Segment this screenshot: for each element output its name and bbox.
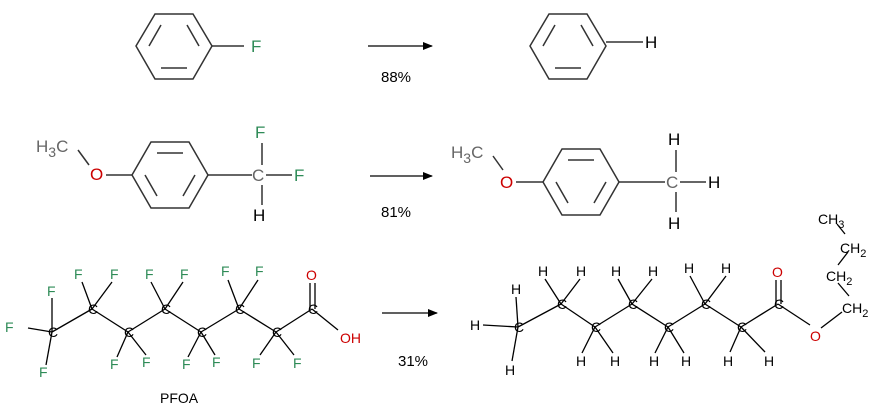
hydrogen-atom: H [681, 353, 691, 369]
butyl-chain: CH3 CH2 CH2 CH2 [818, 211, 868, 320]
hydrogen-atom-right: H [708, 173, 720, 192]
hydrogen-atom: H [576, 263, 586, 279]
fluorine-atom: F [145, 266, 154, 282]
methyl-anisole-product: H3C O C H H H [451, 130, 720, 233]
butyl-octanoate-product: C C C C C C C C H H H H H H H H H H H [470, 211, 868, 378]
fluorine-atom-right: F [294, 166, 304, 185]
carbon-atom: C [272, 324, 282, 340]
oxygen-atom: O [90, 165, 103, 184]
hydrogen-atom: H [505, 362, 515, 378]
fluorine-atom: F [47, 283, 56, 299]
benzene-product: H [529, 13, 657, 80]
carbon-atom: C [124, 324, 134, 340]
hydrogen-atom: H [645, 33, 657, 52]
hydrogen-atom: H [684, 260, 694, 276]
carbonyl-oxygen: O [772, 264, 783, 280]
carbon-atom: C [48, 324, 58, 340]
fluorine-atom: F [293, 355, 302, 371]
hydrogen-atom: H [511, 281, 521, 297]
hydrogen-atom: H [610, 353, 620, 369]
fluorine-atom: F [142, 354, 151, 370]
fluorine-atom: F [5, 319, 14, 335]
fluorine-atom: F [182, 356, 191, 372]
carbon-atom: C [88, 301, 98, 317]
difluoromethyl-anisole: H3C O C F F H [36, 123, 304, 225]
carbon-atom: C [197, 324, 207, 340]
reaction-1: F 88% H [135, 13, 657, 86]
reaction-2-yield: 81% [381, 204, 411, 221]
butyl-ch2: CH2 [842, 300, 868, 320]
fluorine-atom: F [212, 354, 221, 370]
methyl-label: H3C [36, 137, 68, 160]
hydrogen-atom: H [253, 206, 265, 225]
carbon-atom: C [664, 319, 674, 335]
fluorine-atom: F [110, 266, 119, 282]
fluorine-atom: F [252, 355, 261, 371]
fluorine-atom-top: F [255, 123, 265, 142]
carbon-atom: C [591, 319, 601, 335]
butyl-ch2: CH2 [840, 240, 866, 260]
oxygen-atom: O [500, 173, 513, 192]
hydrogen-atom: H [648, 263, 658, 279]
hydrogen-atom: H [611, 263, 621, 279]
pfoa-molecule: C C C C C C C C F F F F F F F F F F F [5, 263, 361, 406]
fluorine-atom: F [74, 266, 83, 282]
carbon-atom: C [557, 296, 567, 312]
hydrogen-atom: H [470, 317, 480, 333]
hydroxyl-group: OH [340, 330, 361, 346]
carbon-atom: C [701, 296, 711, 312]
product-bonds [482, 223, 850, 362]
carbonyl-oxygen: O [306, 267, 317, 283]
hydrogen-atom-bottom: H [668, 214, 680, 233]
methyl-label: H3C [451, 143, 483, 166]
fluorine-atom: F [251, 37, 261, 56]
carbon-atom: C [666, 173, 678, 192]
fluorine-atom: F [39, 364, 48, 380]
hydrogen-atom: H [538, 263, 548, 279]
product-carbon-atoms: C C C C C C C C [514, 296, 784, 335]
pfoa-carbon-atoms: C C C C C C C C [48, 301, 318, 340]
carbon-atom: C [628, 296, 638, 312]
reaction-1-yield: 88% [381, 69, 411, 86]
hydrogen-atom: H [723, 353, 733, 369]
fluorobenzene: F [135, 13, 261, 80]
fluorine-atom: F [221, 263, 230, 279]
hydrogen-atom: H [649, 353, 659, 369]
carbon-atom: C [514, 319, 524, 335]
pfoa-fluorine-atoms: F F F F F F F F F F F F F F F [5, 263, 302, 380]
carbon-atom: C [774, 296, 784, 312]
carbon-atom: C [252, 166, 264, 185]
carbon-atom: C [161, 301, 171, 317]
butyl-ch3: CH3 [818, 211, 844, 231]
carbon-atom: C [235, 301, 245, 317]
reaction-2: H3C O C F F H 81% H3C O [36, 123, 720, 233]
hydrogen-atom: H [576, 353, 586, 369]
pfoa-bonds [27, 279, 339, 366]
reaction-3: C C C C C C C C F F F F F F F F F F F [5, 211, 868, 406]
carbon-atom: C [308, 301, 318, 317]
fluorine-atom: F [110, 356, 119, 372]
hydrogen-atom: H [764, 353, 774, 369]
carbon-atom: C [737, 319, 747, 335]
ester-oxygen: O [810, 328, 821, 344]
fluorine-atom: F [180, 266, 189, 282]
hydrogen-atom-top: H [668, 130, 680, 149]
product-hydrogen-atoms: H H H H H H H H H H H H H H H [470, 260, 774, 378]
hydrogen-atom: H [721, 260, 731, 276]
reaction-3-yield: 31% [398, 353, 428, 370]
fluorine-atom: F [255, 263, 264, 279]
pfoa-label: PFOA [160, 390, 199, 406]
butyl-ch2: CH2 [826, 268, 852, 288]
